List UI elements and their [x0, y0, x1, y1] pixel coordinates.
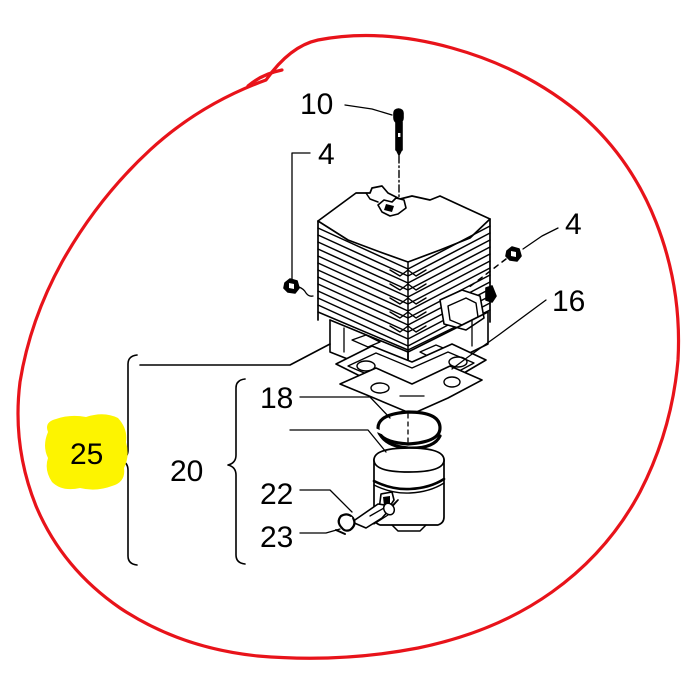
- callout-label-4-right[interactable]: 4: [565, 208, 582, 241]
- callout-label-22[interactable]: 22: [260, 478, 294, 511]
- leader-18: [299, 396, 391, 419]
- piston-ring-part-18: [374, 410, 442, 450]
- leader-23: [299, 528, 341, 534]
- hex-nut-left-part-4: [283, 278, 314, 297]
- callout-label-16[interactable]: 16: [552, 285, 586, 318]
- leader-4-right: [522, 227, 559, 250]
- circlip-part-23: [335, 513, 356, 535]
- callout-label-20[interactable]: 20: [170, 455, 204, 488]
- leader-10: [344, 104, 393, 116]
- callout-label-25[interactable]: 25: [70, 438, 104, 471]
- brace-20: [227, 378, 246, 565]
- callout-label-4-left[interactable]: 4: [318, 138, 335, 171]
- callout-label-23[interactable]: 23: [260, 521, 294, 554]
- bolt-part-10: [393, 108, 404, 215]
- leader-4-left: [291, 152, 311, 281]
- leader-22: [299, 489, 353, 513]
- callout-label-18[interactable]: 18: [260, 382, 294, 415]
- leader-25: [139, 343, 331, 366]
- cylinder-body: [317, 185, 497, 384]
- piston-pin-part-22: [351, 499, 399, 529]
- leader-20: [289, 429, 387, 453]
- cylinder-gasket-part-16: [335, 343, 487, 415]
- hex-nut-right-part-4: [505, 246, 522, 262]
- callout-label-10[interactable]: 10: [300, 88, 334, 121]
- leader-16: [451, 299, 547, 370]
